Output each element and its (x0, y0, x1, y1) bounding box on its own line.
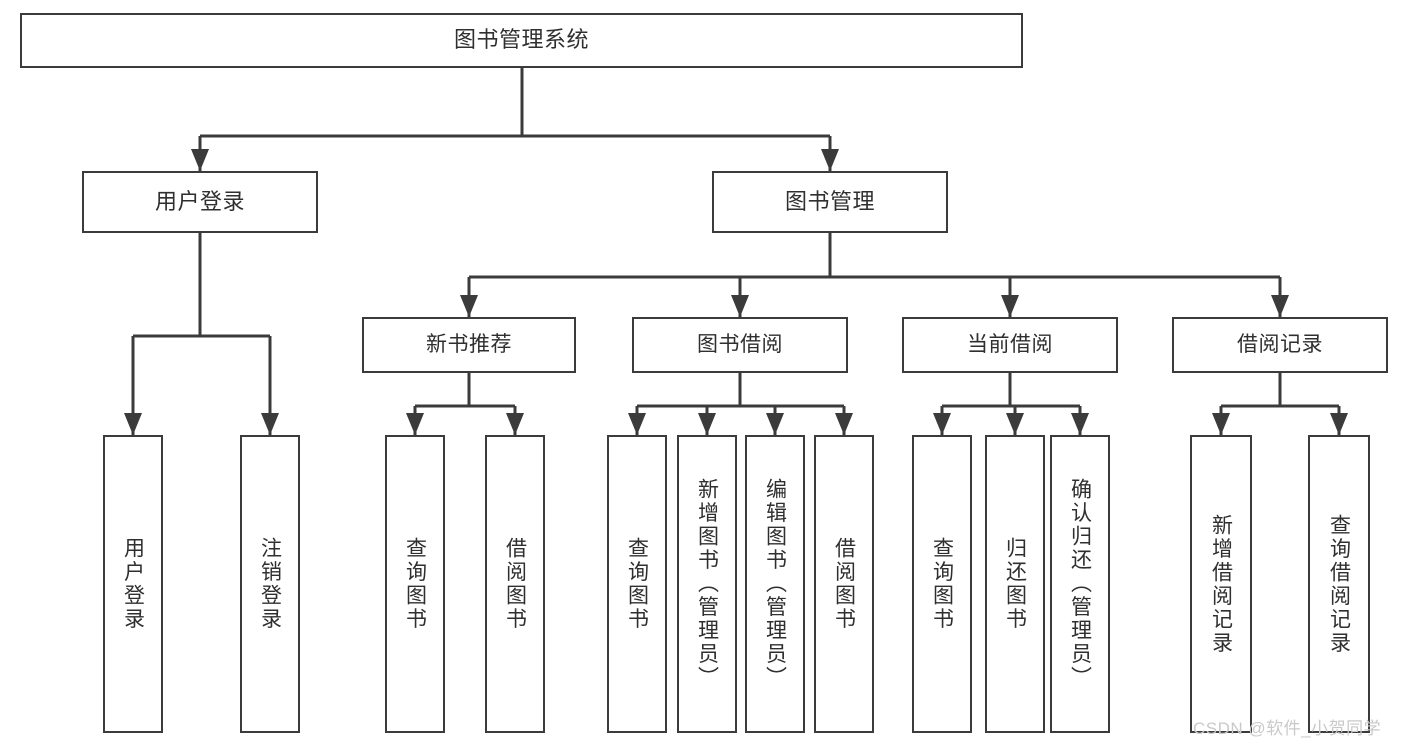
node-newbook[interactable]: 新书推荐 (362, 317, 576, 373)
arrowhead-borrow (731, 295, 749, 317)
node-label: 归还图书 (1003, 537, 1027, 631)
node-label: 确认归还（管理员） (1068, 478, 1092, 690)
node-label: 借阅图书 (832, 537, 856, 631)
node-label: 用户登录 (154, 188, 245, 214)
node-label: 当前借阅 (967, 333, 1053, 357)
node-root[interactable]: 图书管理系统 (20, 13, 1023, 68)
arrowhead-l-cur-2 (1006, 413, 1024, 435)
node-l-bor-3[interactable]: 编辑图书（管理员） (745, 435, 805, 733)
node-l-login-1[interactable]: 用户登录 (103, 435, 163, 733)
arrowhead-l-new-2 (506, 413, 524, 435)
node-label: 借阅图书 (503, 537, 527, 631)
node-label: 图书管理系统 (453, 27, 589, 53)
node-label: 图书借阅 (697, 333, 783, 357)
node-l-new-1[interactable]: 查询图书 (385, 435, 445, 733)
node-label: 查询图书 (403, 537, 427, 631)
arrowhead-l-cur-1 (933, 413, 951, 435)
node-l-bor-4[interactable]: 借阅图书 (814, 435, 874, 733)
node-label: 查询图书 (930, 537, 954, 631)
arrowhead-l-bor-2 (698, 413, 716, 435)
node-label: 新增借阅记录 (1209, 513, 1233, 655)
node-l-new-2[interactable]: 借阅图书 (485, 435, 545, 733)
arrowhead-l-bor-3 (766, 413, 784, 435)
arrowhead-l-login-2 (261, 413, 279, 435)
arrowhead-l-cur-3 (1071, 413, 1089, 435)
node-l-cur-2[interactable]: 归还图书 (985, 435, 1045, 733)
arrowhead-current (1001, 295, 1019, 317)
node-label: 新书推荐 (426, 333, 512, 357)
node-label: 用户登录 (121, 537, 145, 631)
node-label: 编辑图书（管理员） (763, 478, 787, 690)
node-label: 新增图书（管理员） (695, 478, 719, 690)
node-l-rec-2[interactable]: 查询借阅记录 (1308, 435, 1370, 733)
node-records[interactable]: 借阅记录 (1172, 317, 1388, 373)
node-label: 注销登录 (258, 537, 282, 631)
node-label: 查询借阅记录 (1327, 513, 1351, 655)
node-borrow[interactable]: 图书借阅 (632, 317, 848, 373)
node-bookmgmt[interactable]: 图书管理 (712, 171, 948, 233)
node-l-rec-1[interactable]: 新增借阅记录 (1190, 435, 1252, 733)
node-l-bor-2[interactable]: 新增图书（管理员） (677, 435, 737, 733)
node-l-login-2[interactable]: 注销登录 (240, 435, 300, 733)
arrowhead-records (1271, 295, 1289, 317)
arrowhead-l-login-1 (124, 413, 142, 435)
watermark-label: CSDN @软件_小贺同学 (1193, 719, 1382, 738)
node-current[interactable]: 当前借阅 (902, 317, 1118, 373)
arrowhead-login (191, 149, 209, 171)
node-label: 借阅记录 (1237, 333, 1323, 357)
arrowhead-l-bor-4 (835, 413, 853, 435)
arrowhead-l-rec-2 (1330, 413, 1348, 435)
arrowhead-bookmgmt (821, 149, 839, 171)
arrowhead-l-bor-1 (628, 413, 646, 435)
arrowhead-l-new-1 (406, 413, 424, 435)
node-login[interactable]: 用户登录 (82, 171, 318, 233)
node-l-bor-1[interactable]: 查询图书 (607, 435, 667, 733)
node-label: 图书管理 (784, 188, 875, 214)
arrowhead-newbook (460, 295, 478, 317)
node-l-cur-3[interactable]: 确认归还（管理员） (1050, 435, 1110, 733)
node-l-cur-1[interactable]: 查询图书 (912, 435, 972, 733)
node-label: 查询图书 (625, 537, 649, 631)
arrowhead-l-rec-1 (1212, 413, 1230, 435)
